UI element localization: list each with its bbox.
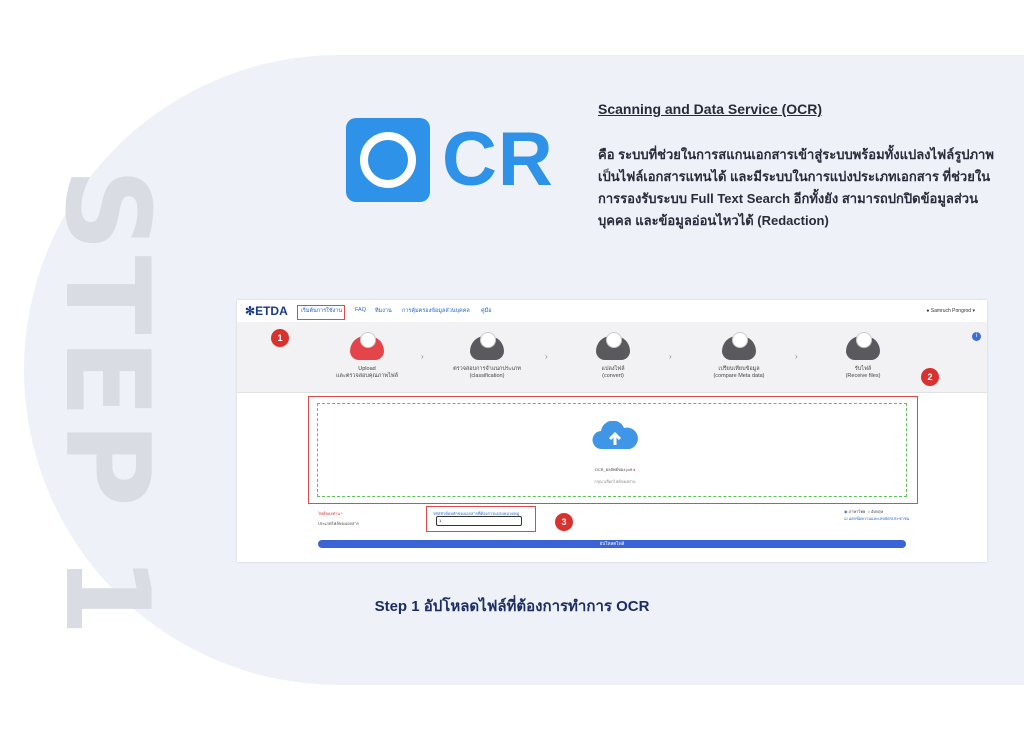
upload-step-icon	[350, 332, 384, 360]
doc-type-hint: รหัสหัวข้อหลักของเอกสารที่ต้องการแปลงหมว…	[433, 511, 520, 516]
chevron-right-icon: ›	[795, 352, 798, 361]
marker-3: 3	[555, 513, 573, 531]
ocr-logo: CR	[346, 118, 553, 202]
nav-item-start[interactable]: เริ่มต้นการใช้งาน	[301, 308, 343, 314]
marker-1: 1	[271, 329, 289, 347]
step-compare[interactable]: เปรียบเทียบข้อมูล (compare Meta data)	[679, 332, 799, 380]
description-title: Scanning and Data Service (OCR)	[598, 101, 823, 117]
nav-item-privacy[interactable]: การคุ้มครองข้อมูลส่วนบุคคล	[402, 308, 470, 314]
receive-step-icon	[846, 332, 880, 360]
remove-file-icon[interactable]: ●	[631, 467, 636, 472]
redaction-checkbox[interactable]: ☑ แยกข้อความและเลขบัตรประชาชน	[844, 516, 910, 521]
selected-file-name: OCR_ผลลัพธ์ของ.pdf ●	[594, 467, 636, 472]
description-body: คือ ระบบที่ช่วยในการสแกนเอกสารเข้าสู่ระบ…	[598, 147, 994, 228]
nav-item-faq[interactable]: FAQ	[355, 307, 367, 313]
ocr-logo-ring	[360, 132, 416, 188]
drop-hint: กรุณาเลือกไฟล์ของท่าน	[594, 479, 636, 484]
highlight-box-3	[426, 506, 536, 532]
step-side-label: STEP 1	[39, 168, 174, 641]
nav-item-team[interactable]: ทีมงาน	[375, 308, 392, 314]
step-upload[interactable]: Upload และตรวจสอบคุณภาพไฟล์	[307, 332, 427, 380]
file-label: ไฟล์ของท่าน *	[318, 511, 343, 516]
user-menu[interactable]: ● Samruch Pongrod ▾	[926, 308, 975, 314]
classification-step-icon	[470, 332, 504, 360]
language-radio-group[interactable]: ◉ ภาษาไทย ○ อังกฤษ	[844, 509, 884, 514]
checkbox-icon: ☑	[844, 516, 848, 521]
highlight-box-1	[297, 305, 345, 320]
cloud-upload-icon	[592, 421, 638, 450]
step-caption: Step 1 อัปโหลดไฟล์ที่ต้องการทำการ OCR	[374, 598, 650, 615]
chevron-right-icon: ›	[545, 352, 548, 361]
nav-item-manual[interactable]: คู่มือ	[481, 308, 492, 314]
step-convert[interactable]: แปลงไฟล์ (convert)	[553, 332, 673, 380]
app-screenshot: ✻ETDA เริ่มต้นการใช้งาน FAQ ทีมงาน การคุ…	[237, 300, 987, 562]
steps-bar: Upload และตรวจสอบคุณภาพไฟล์ › ตรวจสอบการ…	[237, 322, 987, 393]
top-nav: ✻ETDA เริ่มต้นการใช้งาน FAQ ทีมงาน การคุ…	[237, 300, 987, 323]
convert-step-icon	[596, 332, 630, 360]
highlight-box-2	[308, 396, 918, 504]
user-icon: ●	[926, 308, 931, 314]
radio-icon: ○	[867, 509, 871, 514]
chevron-right-icon: ›	[669, 352, 672, 361]
upload-button[interactable]: อัปโหลดไฟล์	[318, 540, 906, 548]
ocr-logo-square	[346, 118, 430, 202]
doc-type-label: ประเภทไฟล์ของเอกสาร	[318, 521, 359, 526]
info-icon[interactable]: i	[972, 332, 981, 341]
step-receive[interactable]: รับไฟล์ (Receive files)	[803, 332, 923, 380]
chevron-right-icon: ›	[421, 352, 424, 361]
file-drop-zone[interactable]	[317, 403, 907, 497]
step-classification[interactable]: ตรวจสอบการจำแนกประเภท (classification)	[427, 332, 547, 380]
brand-logo[interactable]: ✻ETDA	[245, 304, 288, 318]
brand-mark-icon: ✻	[245, 304, 256, 318]
ocr-logo-text: CR	[442, 117, 554, 202]
chevron-down-icon: ▾	[971, 308, 975, 314]
compare-step-icon	[722, 332, 756, 360]
radio-selected-icon: ◉	[844, 509, 848, 514]
marker-2: 2	[921, 368, 939, 386]
doc-type-input[interactable]: 1	[436, 516, 522, 526]
